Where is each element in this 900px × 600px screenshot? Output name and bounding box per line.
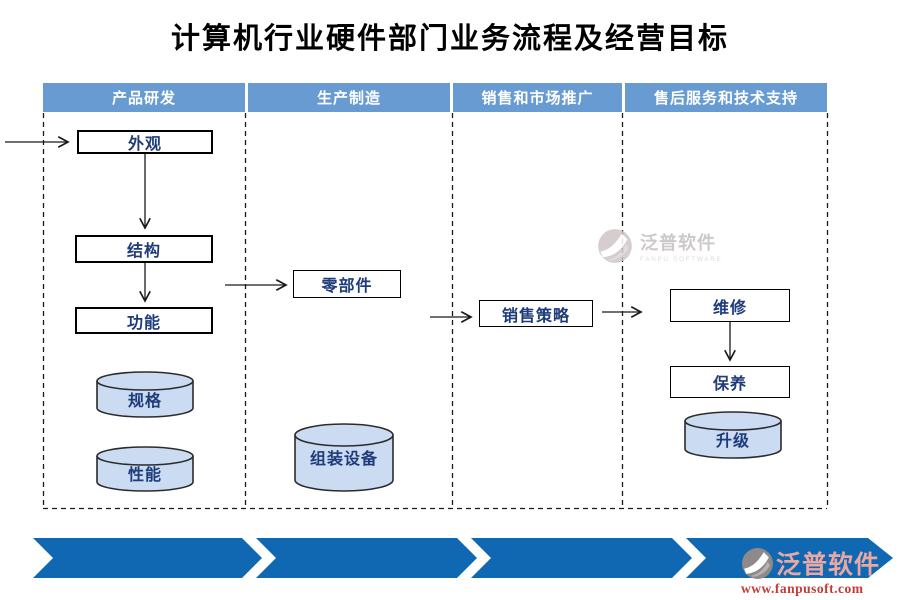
node-label: 零部件	[321, 278, 373, 295]
node-upgrade: 升级	[685, 425, 781, 453]
chevron-segment-3	[471, 538, 692, 578]
page-title: 计算机行业硬件部门业务流程及经营目标	[170, 23, 729, 55]
lane-header-label: 产品研发	[111, 90, 176, 107]
node-label: 外观	[127, 136, 162, 153]
node-label: 功能	[126, 314, 161, 332]
node-maintenance: 保养	[670, 366, 790, 398]
lane-header-sales-marketing: 销售和市场推广	[453, 83, 622, 112]
lane-header-label: 售后服务和技术支持	[653, 90, 798, 107]
node-performance: 性能	[97, 459, 193, 487]
node-parts: 零部件	[293, 270, 401, 298]
node-label: 保养	[712, 376, 747, 393]
watermark-center: 泛普软件 FANPU SOFTWARE	[597, 228, 722, 264]
lane-header-service-support: 售后服务和技术支持	[625, 83, 827, 112]
watermark-name: 泛普软件	[776, 552, 881, 579]
chevron-segment-2	[256, 538, 477, 578]
fanpu-logo-icon	[598, 229, 632, 263]
node-function: 功能	[75, 307, 213, 334]
fanpu-logo-icon	[742, 547, 773, 579]
watermark-url: www.fanpusoft.com	[741, 581, 864, 596]
node-assembly-equipment: 组装设备	[295, 442, 393, 472]
watermark-subtitle: FANPU SOFTWARE	[640, 256, 723, 263]
node-label: 升级	[715, 433, 750, 450]
lane-header-label: 生产制造	[316, 90, 381, 107]
node-structure: 结构	[75, 235, 213, 263]
lane-header-product-rd: 产品研发	[43, 83, 245, 112]
node-appearance: 外观	[77, 130, 213, 154]
watermark-corner: 泛普软件 www.fanpusoft.com	[741, 545, 880, 597]
node-repair: 维修	[670, 289, 790, 322]
lane-header-manufacturing: 生产制造	[248, 83, 450, 112]
watermark-name: 泛普软件	[640, 233, 716, 253]
node-label: 结构	[126, 243, 161, 260]
node-label: 销售策略	[501, 307, 570, 325]
node-spec: 规格	[97, 385, 193, 413]
chevron-segment-1	[33, 538, 262, 578]
node-label: 组装设备	[309, 451, 378, 468]
node-label: 性能	[127, 467, 162, 484]
lane-header-label: 销售和市场推广	[481, 90, 594, 107]
node-sales-strategy: 销售策略	[479, 300, 593, 327]
node-label: 维修	[712, 299, 747, 317]
node-label: 规格	[127, 393, 162, 410]
